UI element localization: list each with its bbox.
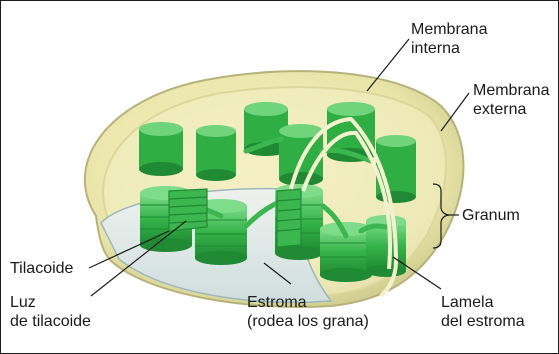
label-membrana-externa: Membrana externa xyxy=(473,81,549,119)
label-granum: Granum xyxy=(462,206,520,225)
label-tilacoide: Tilacoide xyxy=(10,259,73,278)
label-membrana-interna: Membrana interna xyxy=(411,20,487,58)
label-estroma: Estroma (rodea los grana) xyxy=(247,293,369,331)
label-luz-de-tilacoide: Luz de tilacoide xyxy=(10,293,91,331)
label-lamela-del-estroma: Lamela del estroma xyxy=(441,293,525,331)
